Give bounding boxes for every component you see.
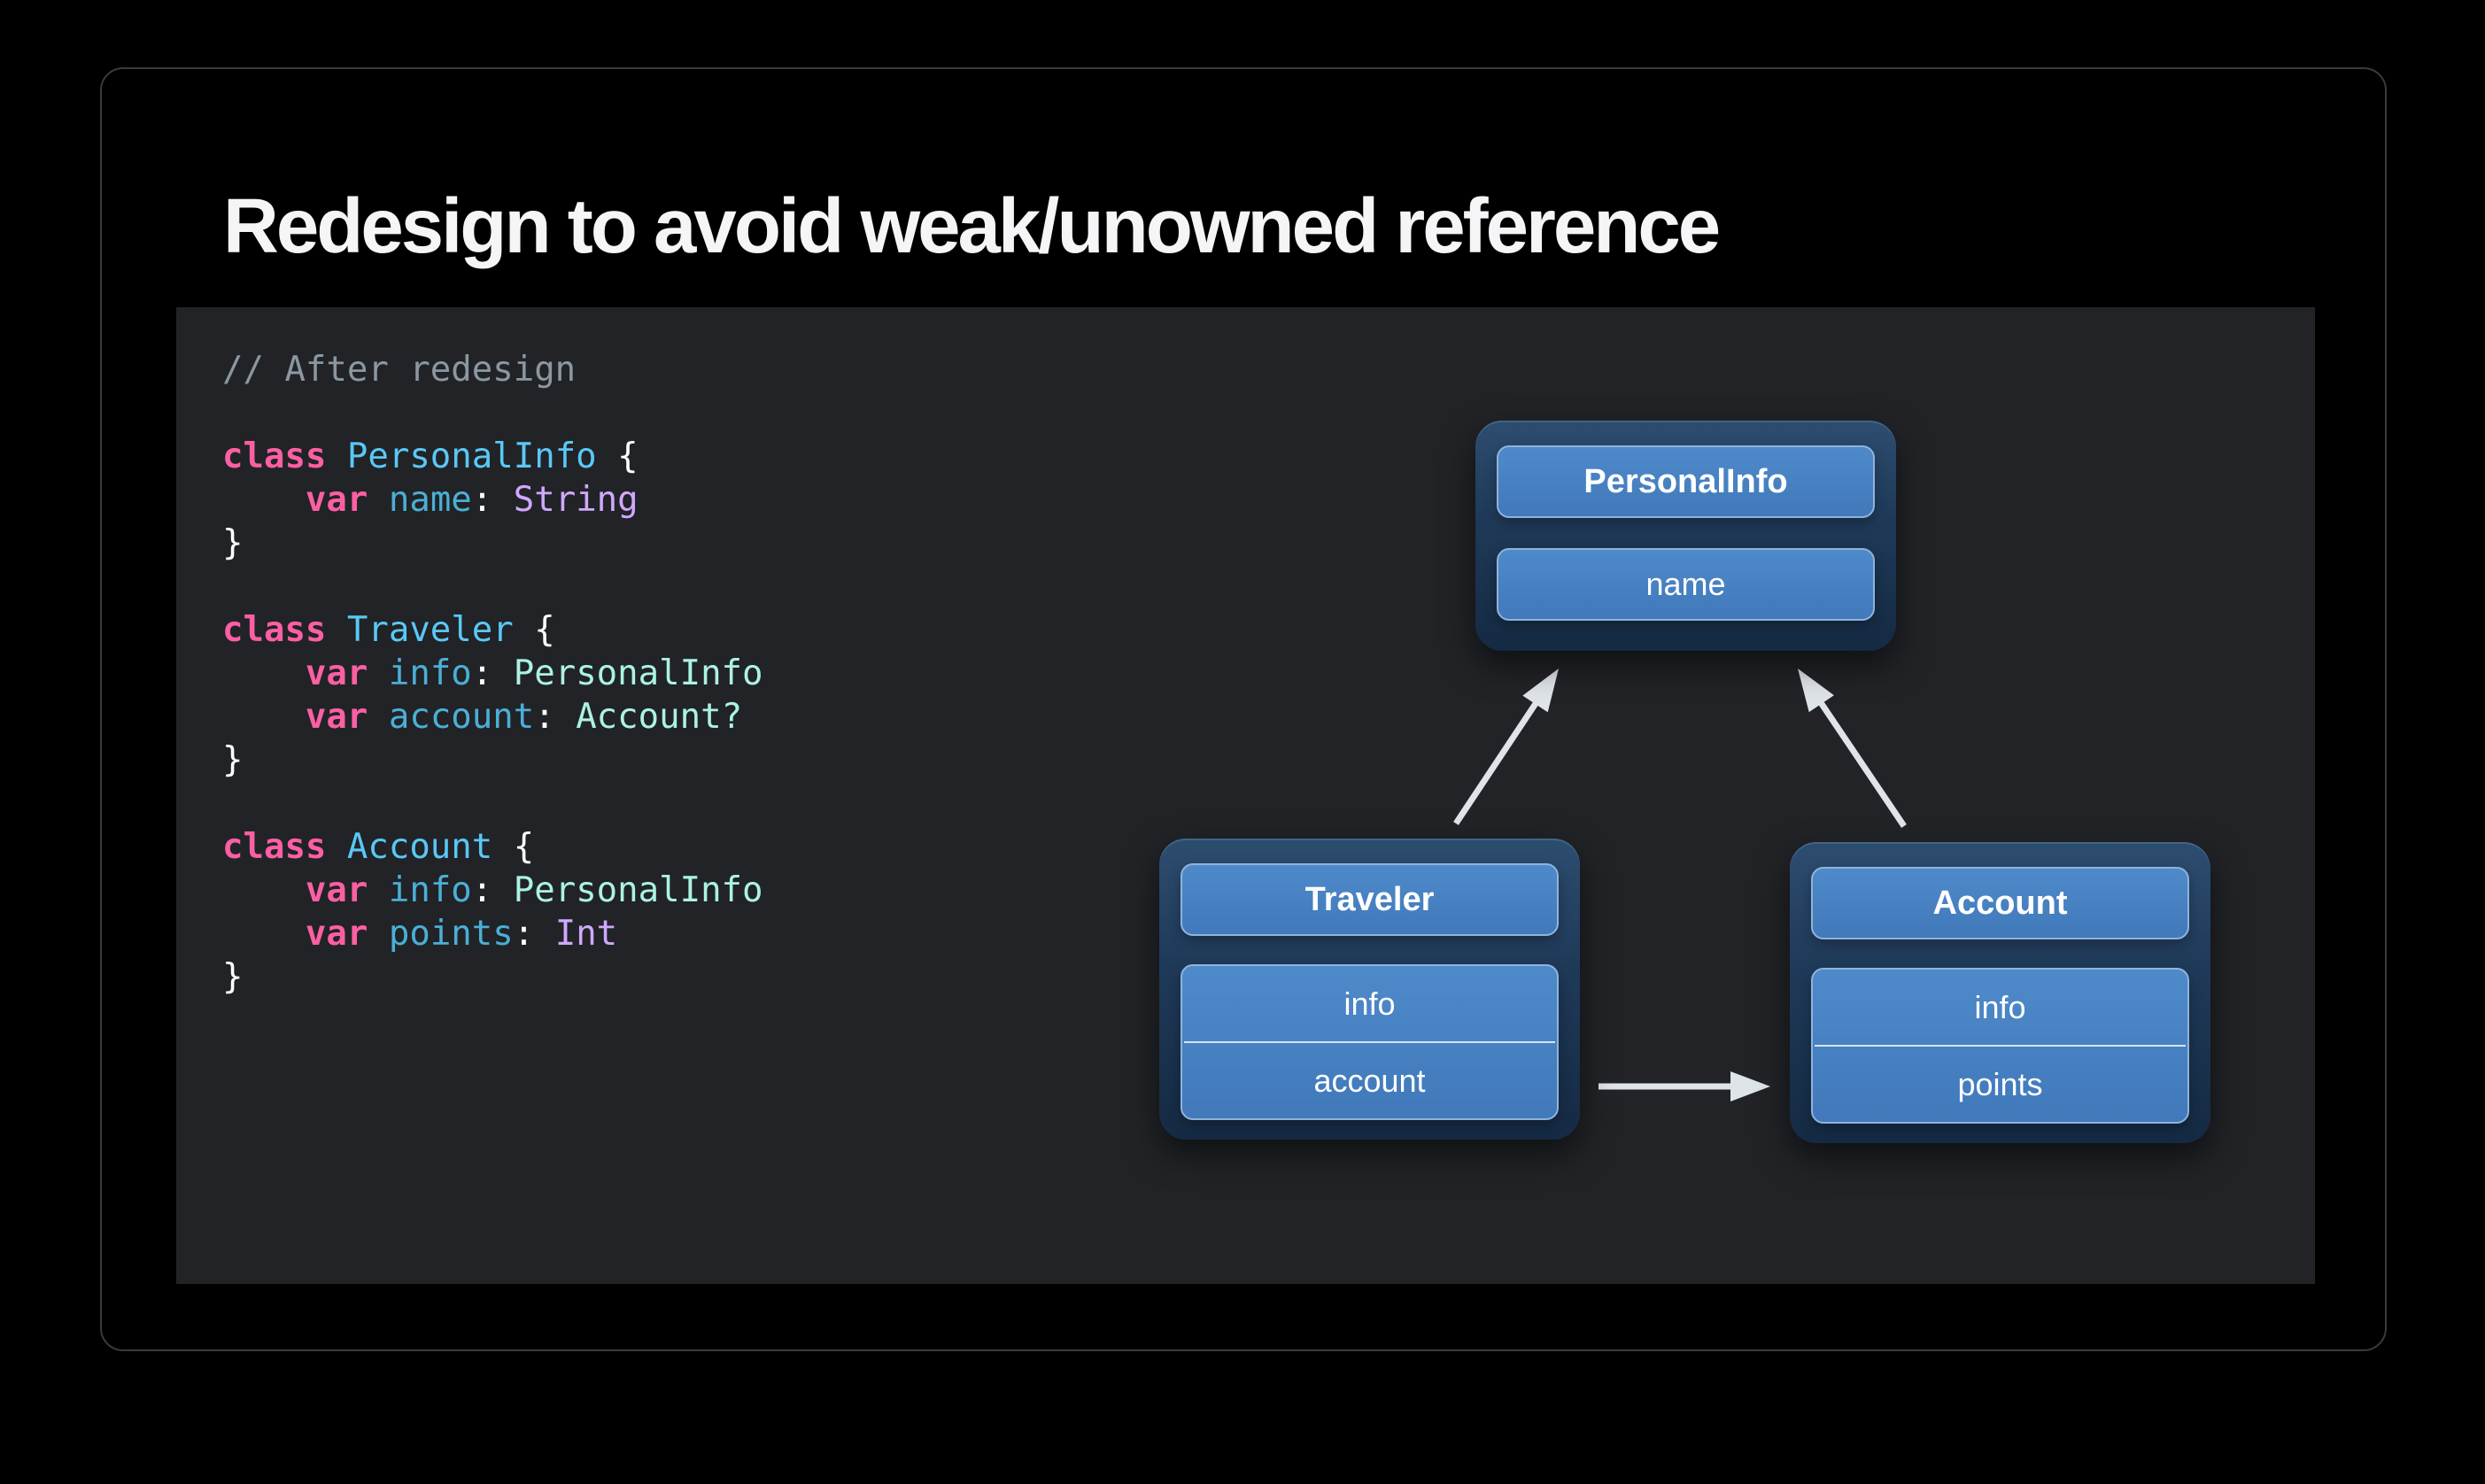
code-line: }: [222, 955, 763, 999]
code-line: }: [222, 738, 763, 782]
code-token: [326, 827, 346, 867]
code-token: [368, 697, 388, 737]
code-token: :: [471, 480, 514, 520]
code-line: [222, 782, 763, 825]
code-token: PersonalInfo: [346, 437, 597, 476]
field-divider: [1815, 1045, 2186, 1047]
code-token: PersonalInfo: [513, 870, 763, 910]
content-panel: // After redesign class PersonalInfo { v…: [176, 307, 2315, 1284]
node-fields-box: info points: [1811, 968, 2189, 1124]
arrow-traveler-to-account: [1599, 1071, 1770, 1101]
node-field: name: [1498, 566, 1873, 603]
code-token: :: [471, 653, 514, 693]
code-token: [222, 914, 306, 954]
code-token: points: [388, 914, 514, 954]
code-token: Traveler: [346, 610, 514, 650]
code-token: class: [222, 827, 327, 867]
node-title-box: Account: [1811, 867, 2189, 939]
code-token: Int: [554, 914, 618, 954]
code-token: [368, 914, 388, 954]
code-line: var info: PersonalInfo: [222, 652, 763, 695]
slide: Redesign to avoid weak/unowned reference…: [100, 67, 2387, 1351]
node-field: points: [1813, 1047, 2187, 1122]
code-line: [222, 565, 763, 608]
field-label: info: [1974, 988, 2026, 1025]
code-line: // After redesign: [222, 348, 763, 391]
arrow-account-to-personalinfo: [1798, 669, 1907, 828]
node-fields-box: info account: [1181, 964, 1559, 1120]
arrow-traveler-to-personalinfo: [1453, 669, 1559, 825]
code-token: info: [388, 870, 472, 910]
code-token: var: [305, 914, 368, 954]
field-label: account: [1313, 1062, 1426, 1099]
code-line: [222, 391, 763, 435]
code-token: }: [222, 523, 244, 563]
code-token: :: [534, 697, 577, 737]
code-line: class PersonalInfo {: [222, 435, 763, 478]
code-token: [222, 870, 306, 910]
code-token: }: [222, 740, 244, 780]
node-title: Traveler: [1304, 880, 1435, 918]
code-token: class: [222, 610, 327, 650]
field-label: info: [1343, 985, 1396, 1022]
code-token: {: [492, 827, 535, 867]
code-token: var: [305, 653, 368, 693]
code-token: var: [305, 480, 368, 520]
code-line: }: [222, 522, 763, 565]
code-token: var: [305, 870, 368, 910]
node-title: PersonalInfo: [1583, 462, 1788, 500]
code-token: :: [513, 914, 555, 954]
code-token: var: [305, 697, 368, 737]
code-token: [368, 870, 388, 910]
node-fields-box: name: [1497, 548, 1875, 621]
code-token: }: [222, 957, 244, 997]
field-label: points: [1957, 1065, 2043, 1102]
code-block: // After redesign class PersonalInfo { v…: [222, 348, 763, 999]
code-line: var points: Int: [222, 912, 763, 955]
class-node-personalinfo: PersonalInfo name: [1475, 421, 1896, 651]
code-token: [222, 653, 306, 693]
node-field: account: [1182, 1043, 1557, 1118]
code-token: {: [596, 437, 639, 476]
code-token: [368, 653, 388, 693]
code-token: String: [513, 480, 639, 520]
node-title: Account: [1932, 884, 2068, 922]
class-node-traveler: Traveler info account: [1159, 839, 1580, 1140]
code-token: [326, 610, 346, 650]
field-label: name: [1645, 566, 1726, 602]
code-token: account: [388, 697, 535, 737]
node-field: info: [1813, 970, 2187, 1045]
code-token: [222, 697, 306, 737]
node-title-box: Traveler: [1181, 863, 1559, 936]
code-token: info: [388, 653, 472, 693]
code-token: PersonalInfo: [513, 653, 763, 693]
field-divider: [1184, 1041, 1555, 1043]
node-field: info: [1182, 966, 1557, 1041]
code-token: [368, 480, 388, 520]
code-token: class: [222, 437, 327, 476]
class-node-account: Account info points: [1790, 842, 2210, 1143]
slide-title: Redesign to avoid weak/unowned reference: [223, 183, 1721, 270]
code-line: var info: PersonalInfo: [222, 869, 763, 912]
code-token: [222, 480, 306, 520]
code-token: Account?: [576, 697, 743, 737]
code-line: var name: String: [222, 478, 763, 522]
node-title-box: PersonalInfo: [1497, 445, 1875, 518]
code-line: var account: Account?: [222, 695, 763, 738]
code-line: class Account {: [222, 825, 763, 869]
code-token: Account: [346, 827, 493, 867]
code-token: [326, 437, 346, 476]
code-token: :: [471, 870, 514, 910]
code-token: {: [513, 610, 555, 650]
code-line: class Traveler {: [222, 608, 763, 652]
code-token: name: [388, 480, 472, 520]
code-token: // After redesign: [222, 350, 577, 390]
